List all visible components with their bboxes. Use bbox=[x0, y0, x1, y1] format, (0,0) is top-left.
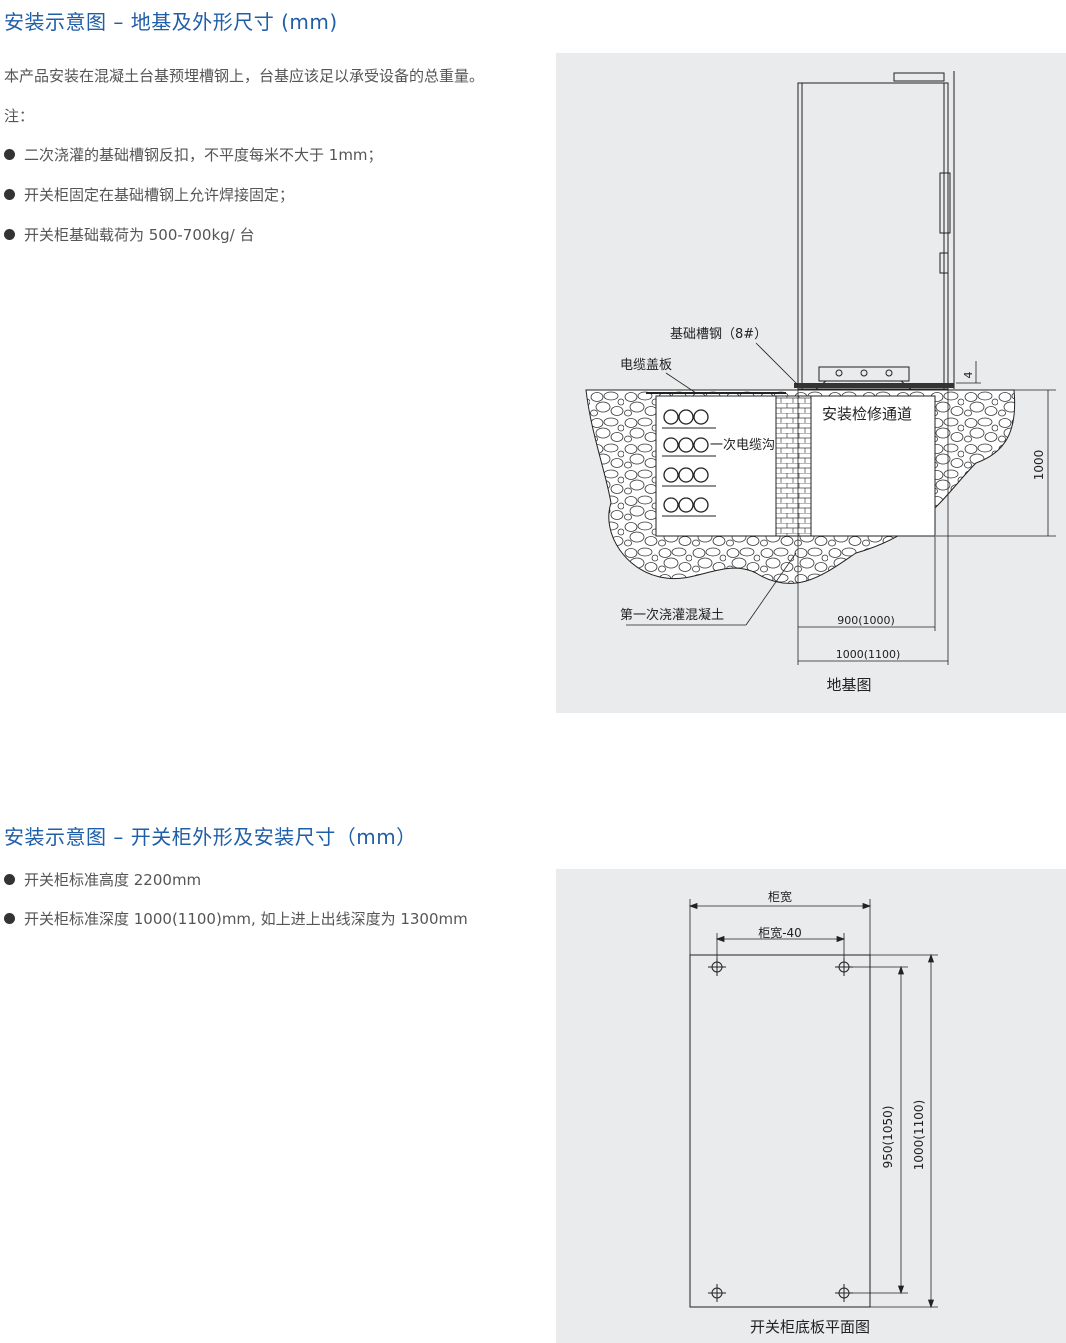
section2-bullet: 开关柜标准高度 2200mm bbox=[4, 869, 201, 890]
label-service-channel: 安装检修通道 bbox=[822, 405, 912, 423]
foundation-caption: 地基图 bbox=[826, 676, 871, 694]
section1-title: 安装示意图 – 地基及外形尺寸 (mm) bbox=[4, 10, 338, 34]
bullet-dot-icon bbox=[4, 874, 15, 885]
bullet-dot-icon bbox=[4, 229, 15, 240]
label-primary-cable-trench: 一次电缆沟 bbox=[710, 437, 775, 453]
bullet-text: 开关柜固定在基础槽钢上允许焊接固定； bbox=[24, 186, 295, 204]
section1-bullet: 开关柜基础载荷为 500-700kg/ 台 bbox=[4, 224, 254, 245]
dim-inner-width: 900(1000) bbox=[837, 614, 895, 627]
bullet-text: 开关柜标准高度 2200mm bbox=[24, 871, 202, 889]
dim-hole-spacing-width: 柜宽-40 bbox=[758, 925, 802, 940]
bullet-text: 开关柜基础载荷为 500-700kg/ 台 bbox=[24, 226, 255, 244]
channel-steel bbox=[794, 383, 954, 388]
label-channel-steel: 基础槽钢（8#） bbox=[670, 327, 767, 342]
dimension-lines bbox=[688, 899, 938, 1309]
section1-bullet: 开关柜固定在基础槽钢上允许焊接固定； bbox=[4, 184, 294, 205]
foundation-diagram: 基础槽钢（8#） 电缆盖板 安装检修通道 一次电缆沟 第一次浇灌混凝土 1000… bbox=[585, 71, 1056, 694]
cabinet-outline bbox=[797, 71, 955, 390]
dim-hole-spacing-depth: 950(1050) bbox=[881, 1106, 895, 1169]
section1-note-label: 注： bbox=[4, 107, 35, 125]
base-plate-diagram-panel: 柜宽 柜宽-40 950(1050) 1000(1100) 开关柜底板平面图 bbox=[556, 869, 1066, 1343]
dim-depth: 1000(1100) bbox=[912, 1100, 926, 1170]
mounting-holes bbox=[708, 958, 853, 1302]
base-plate-outline bbox=[689, 954, 871, 1308]
dimension-lines bbox=[797, 361, 1056, 665]
dim-depth: 1000 bbox=[1032, 450, 1046, 481]
label-cable-cover: 电缆盖板 bbox=[620, 357, 672, 373]
section2-title: 安装示意图 – 开关柜外形及安装尺寸（mm） bbox=[4, 825, 417, 849]
bullet-dot-icon bbox=[4, 913, 15, 924]
section2-bullet: 开关柜标准深度 1000(1100)mm, 如上进上出线深度为 1300mm bbox=[4, 908, 468, 929]
base-plate-caption: 开关柜底板平面图 bbox=[750, 1318, 870, 1336]
section1-intro: 本产品安装在混凝土台基预埋槽钢上，台基应该足以承受设备的总重量。 bbox=[4, 67, 485, 85]
service-channel bbox=[810, 395, 936, 537]
dim-channel-height: 4 bbox=[962, 372, 975, 379]
dim-outer-width: 1000(1100) bbox=[836, 648, 901, 661]
foundation-diagram-panel: 基础槽钢（8#） 电缆盖板 安装检修通道 一次电缆沟 第一次浇灌混凝土 1000… bbox=[556, 53, 1066, 713]
cable-bundles bbox=[662, 409, 716, 517]
bullet-dot-icon bbox=[4, 149, 15, 160]
dim-cabinet-width: 柜宽 bbox=[768, 889, 792, 904]
bullet-text: 二次浇灌的基础槽钢反扣，不平度每米不大于 1mm； bbox=[24, 146, 383, 164]
cable-trench bbox=[655, 395, 777, 537]
base-plate-diagram: 柜宽 柜宽-40 950(1050) 1000(1100) 开关柜底板平面图 bbox=[688, 889, 938, 1336]
bullet-text: 开关柜标准深度 1000(1100)mm, 如上进上出线深度为 1300mm bbox=[24, 910, 468, 928]
brick-wall bbox=[775, 395, 812, 537]
bullet-dot-icon bbox=[4, 189, 15, 200]
section1-bullet: 二次浇灌的基础槽钢反扣，不平度每米不大于 1mm； bbox=[4, 144, 383, 165]
label-first-concrete: 第一次浇灌混凝土 bbox=[620, 607, 724, 623]
